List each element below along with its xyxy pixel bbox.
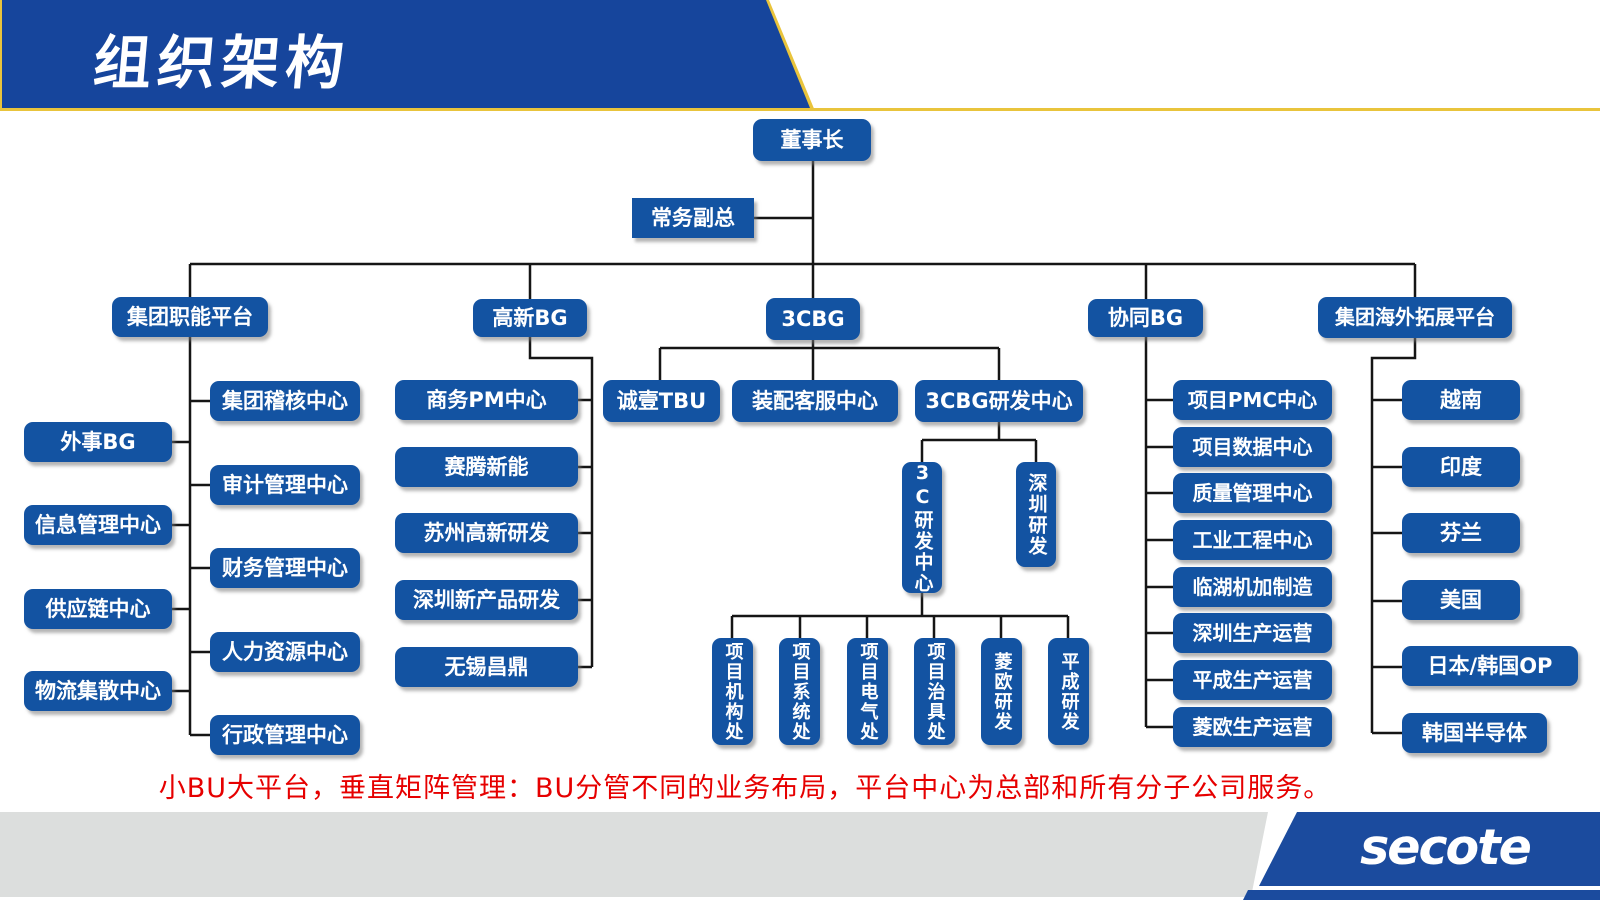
- org-node-group-audit-center: 集团稽核中心: [210, 381, 360, 421]
- org-node-logistics-center: 物流集散中心: [24, 671, 172, 711]
- org-node-overseas-platform: 集团海外拓展平台: [1318, 297, 1512, 338]
- org-node-usa: 美国: [1402, 580, 1520, 620]
- org-node-info-mgmt-center: 信息管理中心: [24, 505, 172, 545]
- org-node-japan-korea-op: 日本/韩国OP: [1402, 646, 1578, 686]
- org-node-saiteng-new-energy: 赛腾新能: [395, 447, 578, 487]
- org-node-chengyi-tbu: 诚壹TBU: [603, 380, 720, 422]
- org-node-admin-mgmt-center: 行政管理中心: [210, 715, 360, 755]
- org-node-proj-system-dept: 项目系统处: [779, 638, 820, 745]
- org-node-proj-jig-dept: 项目治具处: [914, 638, 955, 745]
- org-node-3cbg: 3CBG: [766, 298, 860, 340]
- org-node-korea-semiconductor: 韩国半导体: [1402, 713, 1547, 753]
- org-node-gaoxin-bg: 高新BG: [473, 299, 587, 337]
- org-node-wuxi-changding: 无锡昌鼎: [395, 647, 578, 687]
- org-node-industrial-eng-center: 工业工程中心: [1173, 520, 1332, 560]
- org-node-lingou-rd: 菱欧研发: [981, 638, 1022, 745]
- org-node-business-pm-center: 商务PM中心: [395, 380, 578, 420]
- org-node-audit-mgmt-center: 审计管理中心: [210, 465, 360, 505]
- org-node-proj-mechanism-dept: 项目机构处: [712, 638, 753, 745]
- org-node-suzhou-gaoxin-rd: 苏州高新研发: [395, 513, 578, 553]
- title-banner: [2, 0, 810, 108]
- org-node-supply-chain-center: 供应链中心: [24, 589, 172, 629]
- title-underline: [0, 108, 1600, 111]
- footer-gray-band: [0, 812, 1268, 897]
- org-node-proj-data-center: 项目数据中心: [1173, 427, 1332, 467]
- org-node-vietnam: 越南: [1402, 380, 1520, 420]
- org-node-finland: 芬兰: [1402, 513, 1520, 553]
- org-node-hr-center: 人力资源中心: [210, 632, 360, 672]
- org-node-proj-pmc-center: 项目PMC中心: [1173, 380, 1332, 420]
- org-node-chairman: 董事长: [753, 119, 871, 161]
- footer-blue-band: [1259, 812, 1600, 886]
- org-node-3c-rd-center: 3C研发中心: [902, 462, 942, 594]
- org-node-shenzhen-new-product-rd: 深圳新产品研发: [395, 580, 578, 620]
- org-node-shenzhen-production-ops: 深圳生产运营: [1173, 613, 1332, 653]
- org-node-executive-deputy-gm: 常务副总: [632, 198, 754, 238]
- footer-blue-strip: [1243, 890, 1600, 900]
- org-node-india: 印度: [1402, 447, 1520, 487]
- org-node-3cbg-rd-center: 3CBG研发中心: [915, 380, 1083, 422]
- org-node-linhu-machining: 临湖机加制造: [1173, 567, 1332, 607]
- org-node-xietong-bg: 协同BG: [1088, 299, 1203, 337]
- org-node-assembly-service-center: 装配客服中心: [732, 380, 898, 422]
- annotation-text: 小BU大平台，垂直矩阵管理：BU分管不同的业务布局，平台中心为总部和所有分子公司…: [158, 773, 1332, 804]
- secote-logo: secote: [1360, 819, 1532, 876]
- org-node-shenzhen-rd: 深圳研发: [1016, 462, 1056, 567]
- org-node-group-function-platform: 集团职能平台: [112, 297, 268, 337]
- org-node-proj-electric-dept: 项目电气处: [847, 638, 888, 745]
- org-node-foreign-affairs-bg: 外事BG: [24, 422, 172, 462]
- org-node-pingcheng-production-ops: 平成生产运营: [1173, 660, 1332, 700]
- org-node-pingcheng-rd: 平成研发: [1048, 638, 1089, 745]
- org-node-lingou-production-ops: 菱欧生产运营: [1173, 707, 1332, 747]
- org-node-finance-mgmt-center: 财务管理中心: [210, 548, 360, 588]
- org-node-quality-mgmt-center: 质量管理中心: [1173, 473, 1332, 513]
